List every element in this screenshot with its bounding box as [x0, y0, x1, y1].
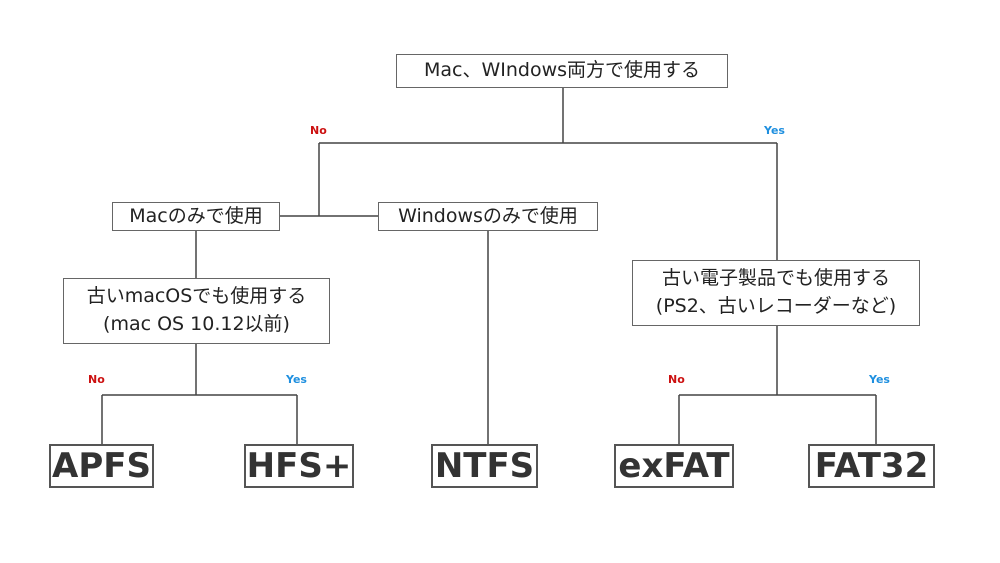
leaf-fat32-text: FAT32	[814, 446, 929, 486]
root-question-text: Mac、WIndows両方で使用する	[423, 59, 701, 82]
leaf-exfat-text: exFAT	[618, 446, 730, 486]
leaf-hfs-plus: HFS+	[244, 444, 354, 488]
leaf-fat32: FAT32	[808, 444, 935, 488]
leaf-apfs-text: APFS	[52, 446, 151, 486]
old-devices-node: 古い電子製品でも使用する (PS2、古いレコーダーなど)	[632, 260, 920, 326]
leaf-exfat: exFAT	[614, 444, 734, 488]
windows-only-text: Windowsのみで使用	[398, 204, 578, 227]
old-no-label: No	[668, 373, 685, 386]
leaf-hfs-plus-text: HFS+	[246, 446, 352, 486]
old-macos-line2: (mac OS 10.12以前)	[103, 313, 290, 335]
windows-only-node: Windowsのみで使用	[378, 202, 598, 231]
mac-yes-label: Yes	[286, 373, 307, 386]
leaf-apfs: APFS	[49, 444, 154, 488]
old-macos-node: 古いmacOSでも使用する (mac OS 10.12以前)	[63, 278, 330, 344]
old-macos-line1: 古いmacOSでも使用する	[86, 285, 307, 308]
old-devices-line1: 古い電子製品でも使用する	[661, 267, 890, 290]
mac-only-node: Macのみで使用	[112, 202, 280, 231]
leaf-ntfs: NTFS	[431, 444, 538, 488]
old-yes-label: Yes	[869, 373, 890, 386]
root-question: Mac、WIndows両方で使用する	[396, 54, 728, 88]
mac-no-label: No	[88, 373, 105, 386]
leaf-ntfs-text: NTFS	[434, 446, 535, 486]
root-no-label: No	[310, 124, 327, 137]
old-devices-line2: (PS2、古いレコーダーなど)	[655, 295, 897, 317]
mac-only-text: Macのみで使用	[129, 204, 263, 227]
root-yes-label: Yes	[764, 124, 785, 137]
